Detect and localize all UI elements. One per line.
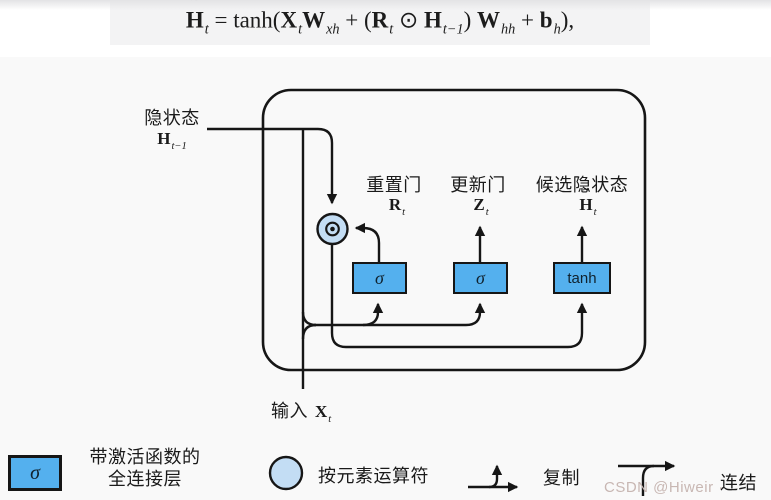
- hidden-state-symbol: Ht−1: [157, 129, 187, 152]
- legend-copy-label: 复制: [543, 468, 580, 488]
- concat-arrow-icon: [618, 460, 676, 496]
- reset-gate-symbol: Rt: [388, 195, 406, 218]
- update-gate-symbol: Zt: [473, 195, 489, 218]
- update-gate-box: σ: [453, 262, 508, 294]
- cell-boundary: [261, 88, 647, 372]
- top-shadow: [0, 0, 771, 10]
- legend-sigma-symbol: σ: [30, 461, 40, 484]
- legend-elementwise-circle-icon: [268, 455, 304, 491]
- reset-to-product-arrow: [354, 222, 381, 262]
- legend-concat-label: 连结: [720, 473, 757, 493]
- tanh-box: tanh: [553, 262, 611, 294]
- legend-fc-label-line1: 带激活函数的: [89, 447, 201, 467]
- hidden-state-label: 隐状态: [144, 108, 200, 128]
- sigma-symbol: σ: [375, 267, 384, 288]
- tanh-symbol: tanh: [567, 269, 597, 287]
- input-symbol: Xt: [315, 402, 332, 425]
- copy-arrow-icon: [468, 464, 519, 493]
- update-gate-title: 更新门: [450, 175, 506, 195]
- hidden-state-input-line: [207, 127, 338, 205]
- reset-gate-feed-arrow: [362, 302, 384, 327]
- input-label: 输入: [271, 401, 308, 421]
- watermark: CSDN @Hiweir ·: [604, 479, 724, 496]
- merge-arc-top: [301, 311, 317, 327]
- merge-arc-bottom: [301, 323, 317, 340]
- gate-feed-line: [314, 302, 486, 327]
- product-to-tanh-line: [330, 245, 588, 349]
- reset-gate-title: 重置门: [366, 175, 422, 195]
- legend-elementwise-label: 按元素运算符: [318, 466, 429, 486]
- input-label-row: 输入 Xt: [271, 397, 331, 425]
- elementwise-product-icon: [316, 212, 349, 246]
- legend-fc-label-line2: 全连接层: [108, 469, 182, 489]
- candidate-state-formula: Ht = tanh(XtWxh + (Rt ⊙ Ht−1) Whh + bh),: [186, 0, 574, 38]
- reset-gate-box: σ: [352, 262, 407, 294]
- sigma-symbol: σ: [476, 267, 485, 288]
- legend-fc-box: σ: [8, 455, 62, 491]
- candidate-state-symbol: Ht: [579, 185, 596, 218]
